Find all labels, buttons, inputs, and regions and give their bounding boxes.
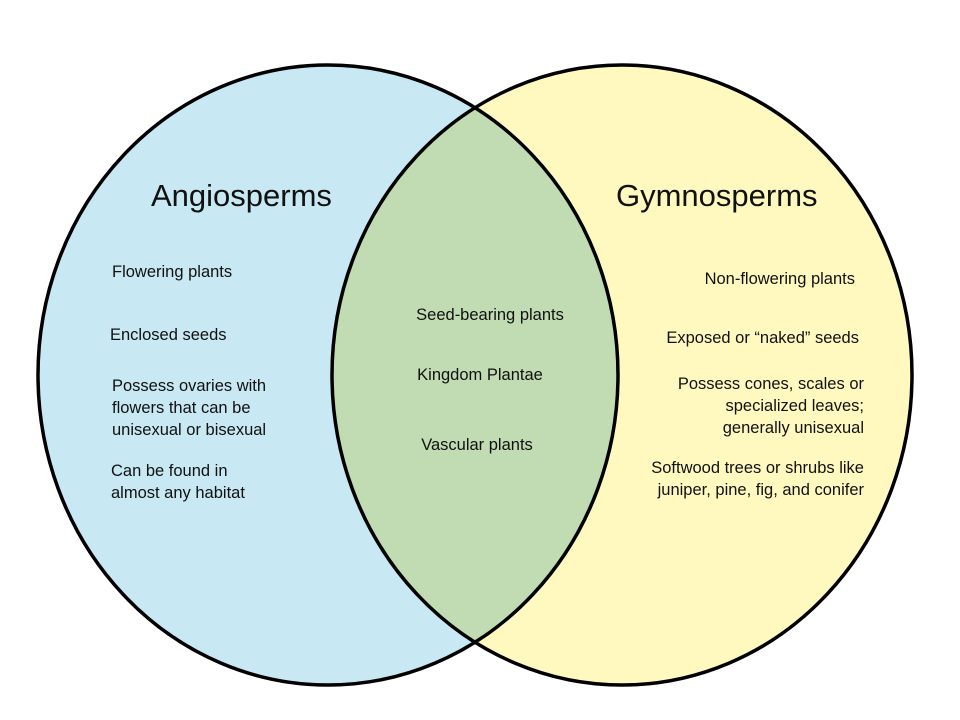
overlap-item: Seed-bearing plants (416, 306, 564, 324)
right-item: Non-flowering plants (704, 270, 855, 288)
right-item: Possess cones, scales or specialized lea… (677, 375, 864, 437)
left-item: Possess ovaries with flowers that can be… (112, 377, 267, 439)
gymnosperms-outline (330, 63, 914, 687)
overlap-item: Kingdom Plantae (417, 366, 543, 384)
overlap-item: Vascular plants (421, 436, 533, 454)
angiosperms-outline (36, 63, 620, 687)
right-title: Gymnosperms (616, 178, 818, 213)
overlap-region (332, 65, 618, 685)
right-item: Exposed or “naked” seeds (666, 329, 859, 347)
left-item: Can be found in almost any habitat (111, 462, 245, 502)
left-item: Enclosed seeds (110, 326, 227, 344)
left-title: Angiosperms (151, 178, 332, 213)
right-item: Softwood trees or shrubs like juniper, p… (651, 459, 864, 499)
left-item: Flowering plants (112, 263, 233, 281)
